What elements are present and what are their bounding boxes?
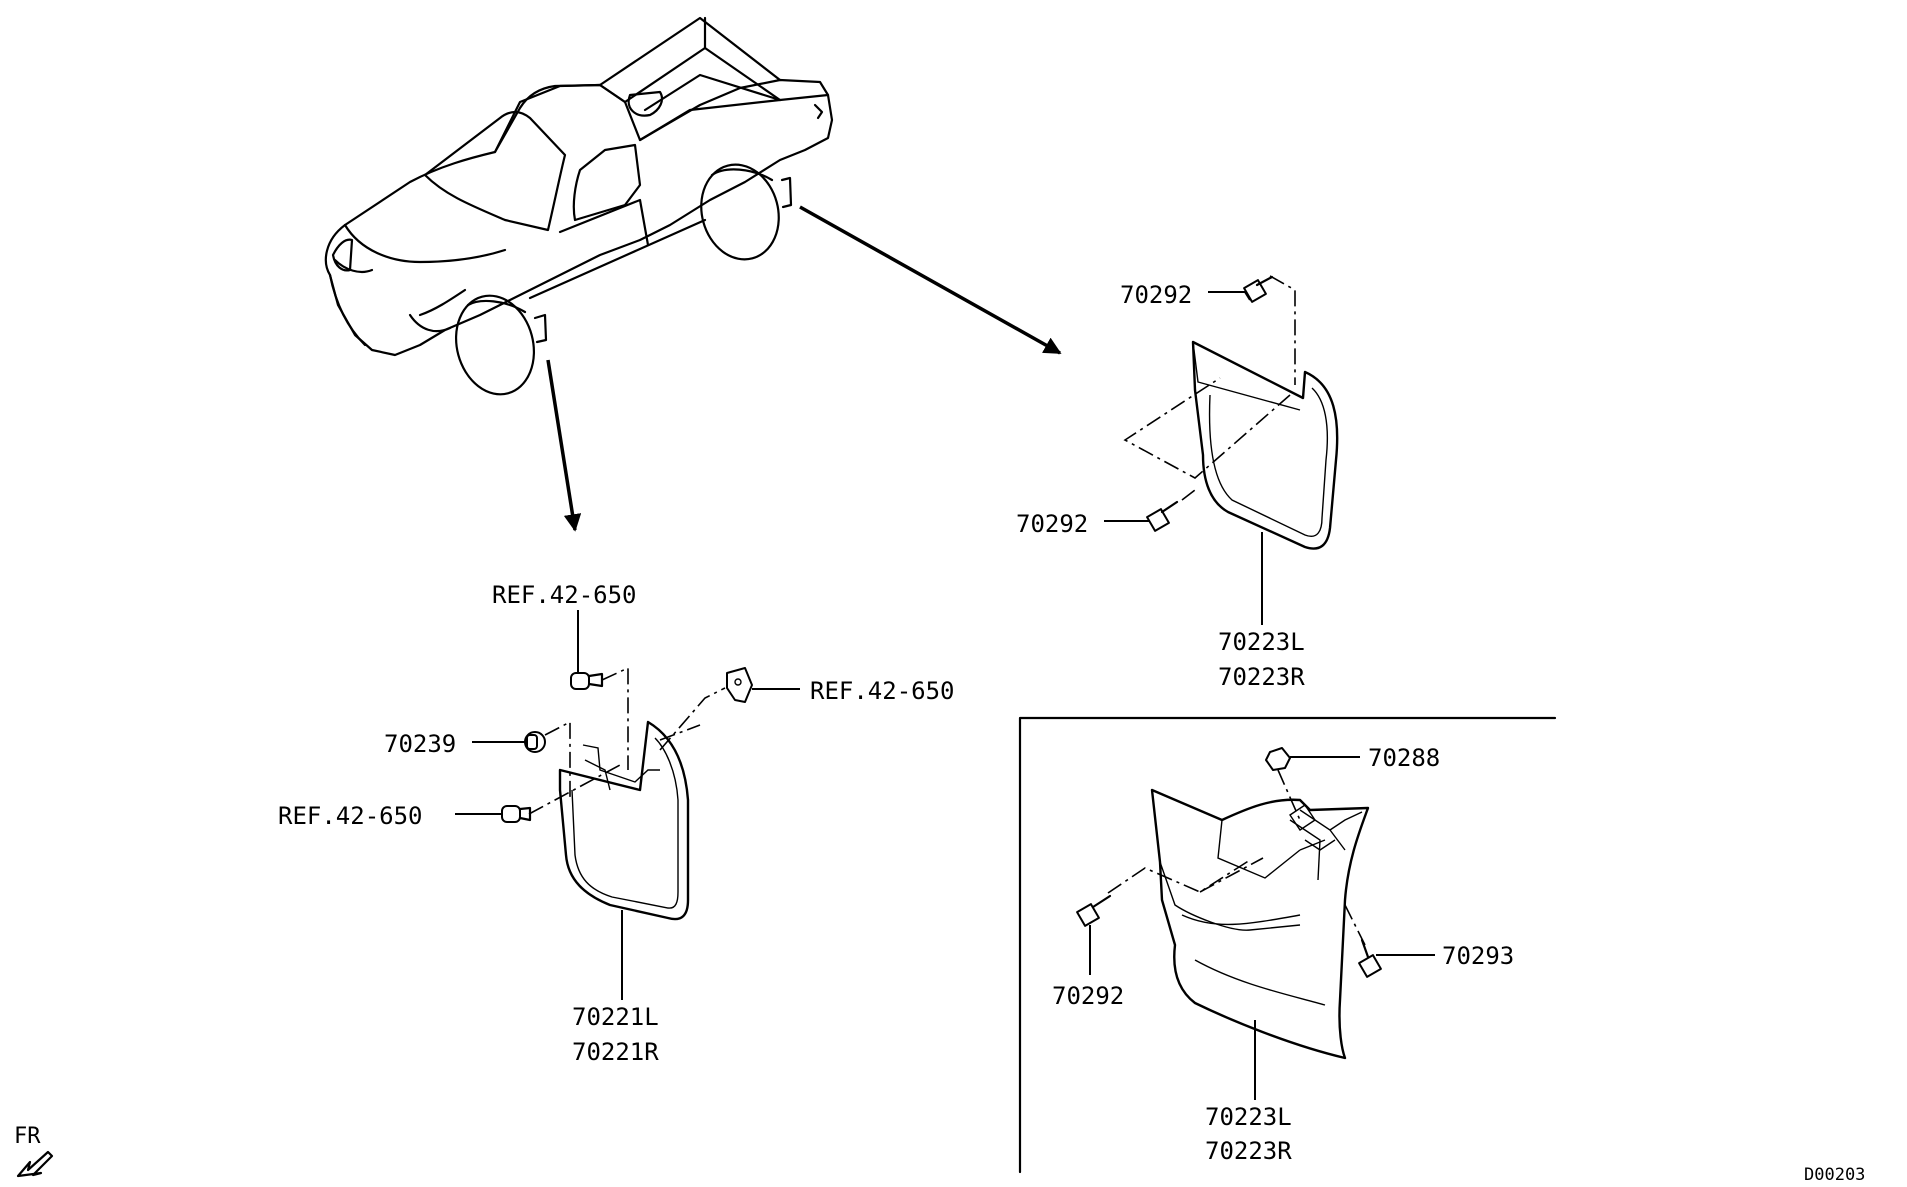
front-mud-flap bbox=[558, 720, 690, 921]
diagram-code: D00203 bbox=[1804, 1165, 1865, 1185]
front-ref-left-pin-icon bbox=[501, 805, 532, 823]
label-inset-screw: 70293 bbox=[1442, 942, 1514, 970]
label-front-ref-top: REF.42-650 bbox=[492, 581, 637, 609]
label-inset-bolt: 70292 bbox=[1052, 982, 1124, 1010]
front-mud-flap-assembly bbox=[455, 610, 800, 1000]
label-front-ref-right: REF.42-650 bbox=[810, 677, 955, 705]
inset-mud-flap-assembly bbox=[1076, 747, 1435, 1100]
label-front-flap-r: 70221R bbox=[572, 1038, 659, 1066]
label-rear-flap-r: 70223R bbox=[1218, 663, 1305, 691]
inset-screw-icon bbox=[1358, 938, 1382, 978]
label-rear-bolt-left: 70292 bbox=[1016, 510, 1088, 538]
inset-variant-box bbox=[1018, 716, 1557, 1174]
label-front-clip: 70239 bbox=[384, 730, 456, 758]
label-front-flap-l: 70221L bbox=[572, 1003, 659, 1031]
inset-nut-icon bbox=[1265, 747, 1291, 771]
label-front-ref-left: REF.42-650 bbox=[278, 802, 423, 830]
label-inset-flap-r: 70223R bbox=[1205, 1137, 1292, 1165]
rear-mud-flap bbox=[1191, 340, 1339, 550]
inset-mud-flap bbox=[1150, 788, 1370, 1060]
label-inset-flap-l: 70223L bbox=[1205, 1103, 1292, 1131]
pickup-truck-illustration bbox=[324, 16, 1062, 532]
label-inset-nut: 70288 bbox=[1368, 744, 1440, 772]
fr-label: FR bbox=[14, 1124, 41, 1149]
label-rear-flap-l: 70223L bbox=[1218, 628, 1305, 656]
front-direction-marker: FR bbox=[14, 1124, 54, 1178]
front-direction-arrow-icon bbox=[16, 1150, 54, 1178]
front-ref-right-clip-icon bbox=[726, 667, 753, 703]
front-ref-top-pin-icon bbox=[570, 672, 604, 690]
inset-bolt-icon bbox=[1076, 894, 1112, 927]
front-clip-icon bbox=[524, 731, 546, 753]
rear-bolt-top-icon bbox=[1243, 275, 1274, 303]
rear-mud-flap-assembly bbox=[1104, 275, 1339, 625]
label-rear-bolt-top: 70292 bbox=[1120, 281, 1192, 309]
rear-bolt-left-icon bbox=[1146, 500, 1179, 532]
